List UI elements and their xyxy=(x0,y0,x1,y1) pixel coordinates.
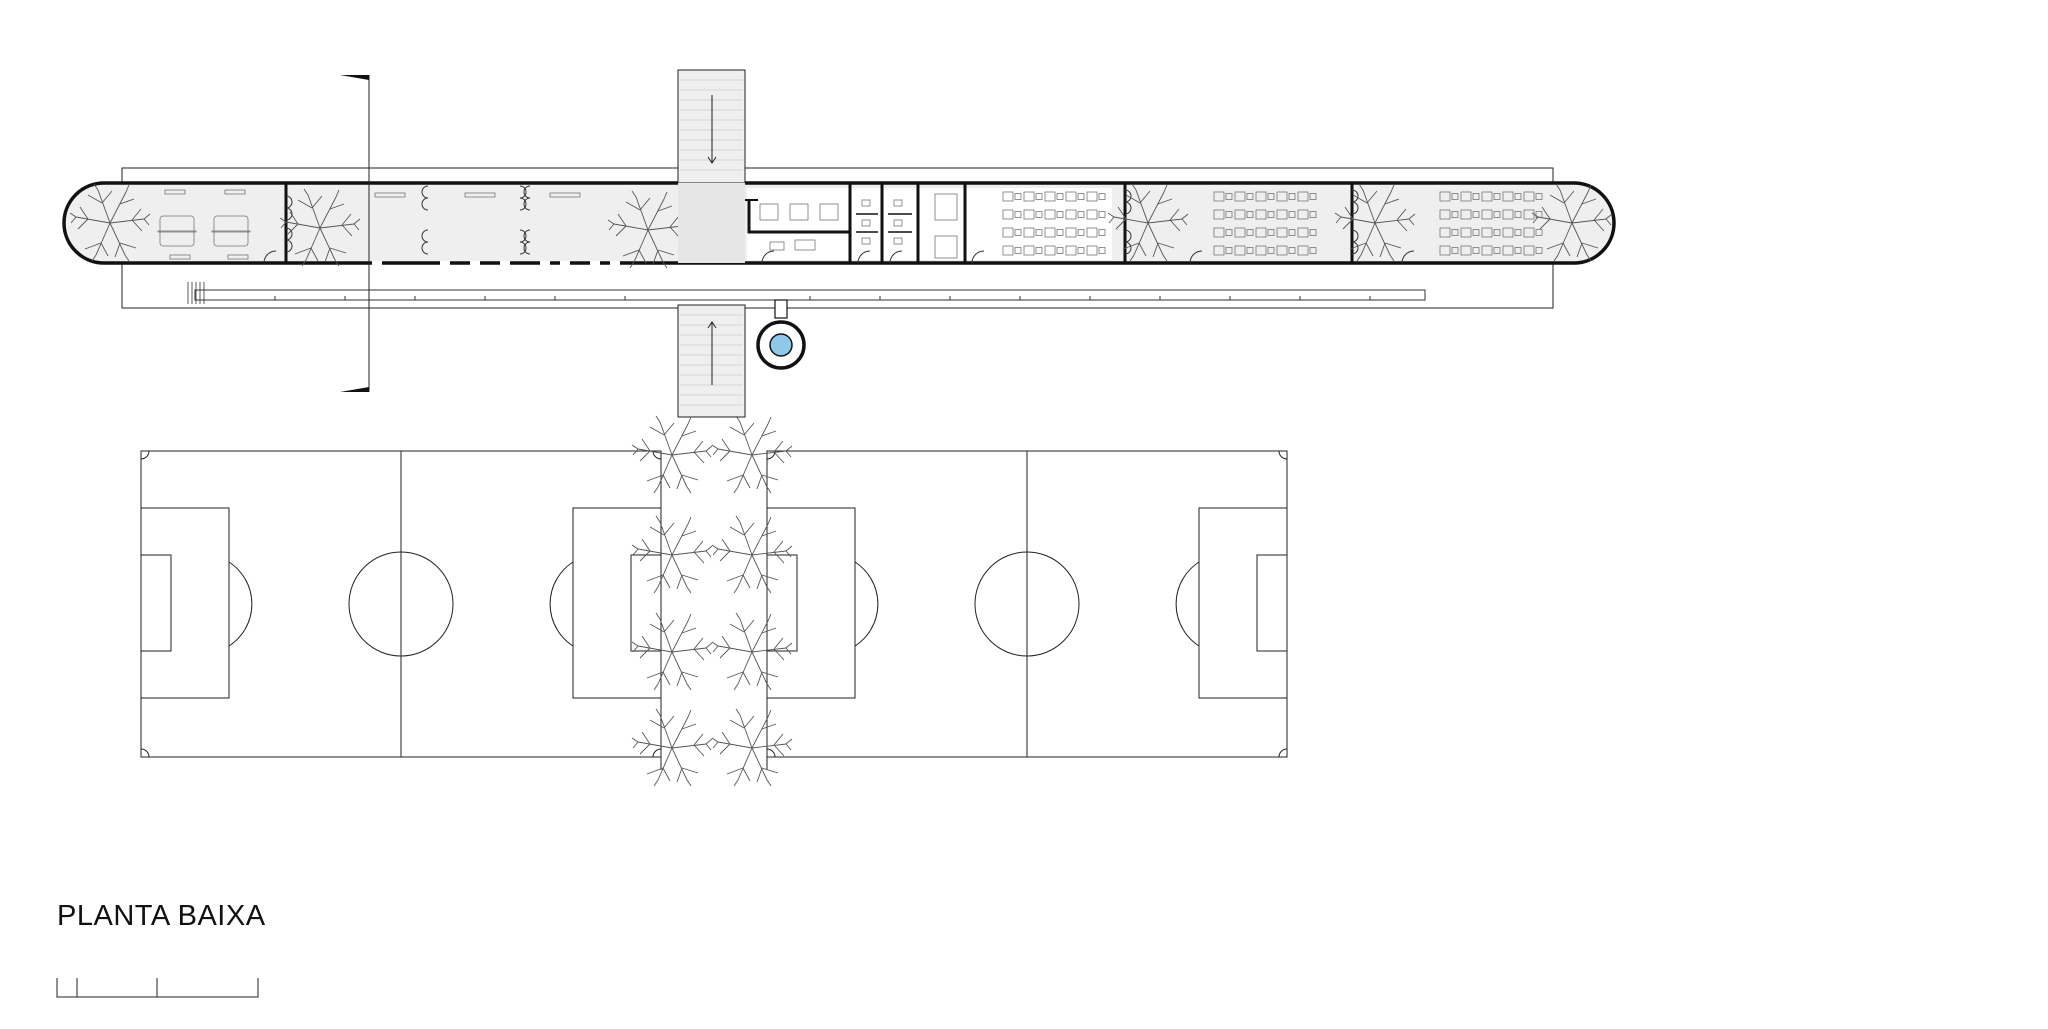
tree-grove xyxy=(631,415,793,787)
water-tank-icon xyxy=(756,299,806,370)
arrow-down-icon xyxy=(707,95,717,164)
section-cut-line xyxy=(340,75,370,392)
arrow-up-icon xyxy=(707,321,717,385)
building-plan xyxy=(62,69,1616,418)
scale-bar xyxy=(56,978,259,998)
drawing-title: PLANTA BAIXA xyxy=(57,900,266,932)
